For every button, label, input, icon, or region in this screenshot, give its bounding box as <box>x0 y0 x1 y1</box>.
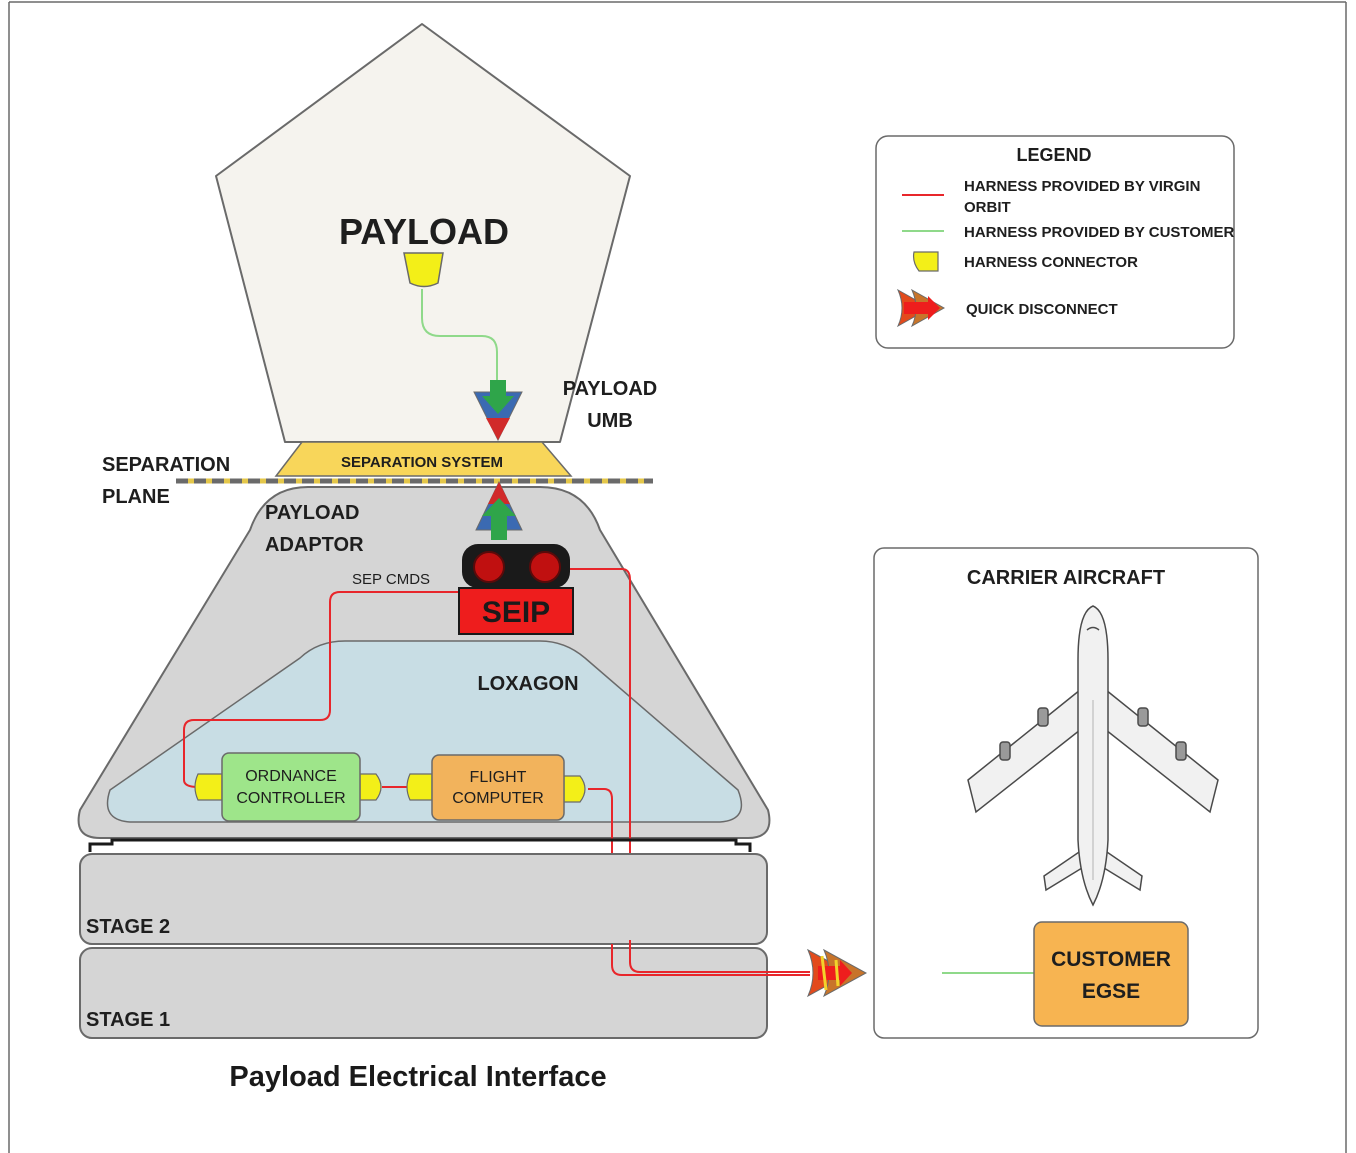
flight-label-line1: FLIGHT <box>470 769 527 786</box>
ordnance-controller <box>221 752 361 822</box>
customer-egse-label-line1: CUSTOMER <box>1051 948 1171 971</box>
carrier-aircraft-title: CARRIER AIRCRAFT <box>967 567 1165 589</box>
interstage-bracket <box>88 838 752 852</box>
legend-item-4: QUICK DISCONNECT <box>966 301 1118 318</box>
payload-customer-harness <box>421 289 498 392</box>
flight-right-connector-icon <box>563 775 586 803</box>
ordnance-right-connector-icon <box>359 773 382 801</box>
separation-system <box>274 441 573 477</box>
harness-overlay-inner <box>611 944 810 976</box>
vehicle-quick-disconnect-icon <box>806 948 868 998</box>
loxagon-label: LOXAGON <box>477 673 578 695</box>
legend-item-1-line1: HARNESS PROVIDED BY VIRGIN <box>964 178 1200 195</box>
legend-item-3: HARNESS CONNECTOR <box>964 254 1138 271</box>
legend-title: LEGEND <box>1016 145 1091 165</box>
flight-computer <box>431 754 565 821</box>
stage-2 <box>79 853 768 945</box>
payload-umb-connector-icon <box>473 380 523 442</box>
harness-overlay-outer <box>629 940 810 973</box>
adaptor-umb-connector-icon <box>475 480 523 540</box>
sep-cmds-harness <box>183 591 462 788</box>
ordnance-label-line2: CONTROLLER <box>236 790 345 807</box>
payload-umb-label-line2: UMB <box>587 410 633 432</box>
sep-cmds-label: SEP CMDS <box>352 571 430 588</box>
quick-disconnect-icon <box>896 288 946 328</box>
seip-label: SEIP <box>482 596 550 629</box>
payload-umb-label-line1: PAYLOAD <box>563 378 657 400</box>
stage-2-label: STAGE 2 <box>86 916 170 938</box>
stage-1 <box>79 947 768 1039</box>
aircraft-icon <box>967 605 1219 907</box>
payload-adaptor-label-line1: PAYLOAD <box>265 502 359 524</box>
payload-harness-connector-icon <box>403 252 444 288</box>
legend-item-2: HARNESS PROVIDED BY CUSTOMER <box>964 224 1234 241</box>
stage-1-label: STAGE 1 <box>86 1009 170 1031</box>
customer-egse <box>1033 921 1189 1027</box>
legend-box <box>875 135 1235 349</box>
payload-label: PAYLOAD <box>339 211 509 252</box>
separation-system-label: SEPARATION SYSTEM <box>341 454 503 471</box>
connector-icon <box>912 251 939 272</box>
seip-unit <box>458 544 574 635</box>
separation-plane-label-line2: PLANE <box>102 486 170 508</box>
flight-label-line2: COMPUTER <box>452 790 544 807</box>
payload-adaptor-label-line2: ADAPTOR <box>265 534 364 556</box>
customer-egse-label-line2: EGSE <box>1082 980 1140 1003</box>
separation-plane-label-line1: SEPARATION <box>102 454 230 476</box>
flight-left-connector-icon <box>406 773 433 801</box>
ordnance-label-line1: ORDNANCE <box>245 768 337 785</box>
legend-item-1-line2: ORBIT <box>964 199 1011 216</box>
figure-caption: Payload Electrical Interface <box>229 1061 606 1093</box>
carrier-aircraft-box <box>873 547 1259 1039</box>
ordnance-left-connector-icon <box>194 773 223 801</box>
